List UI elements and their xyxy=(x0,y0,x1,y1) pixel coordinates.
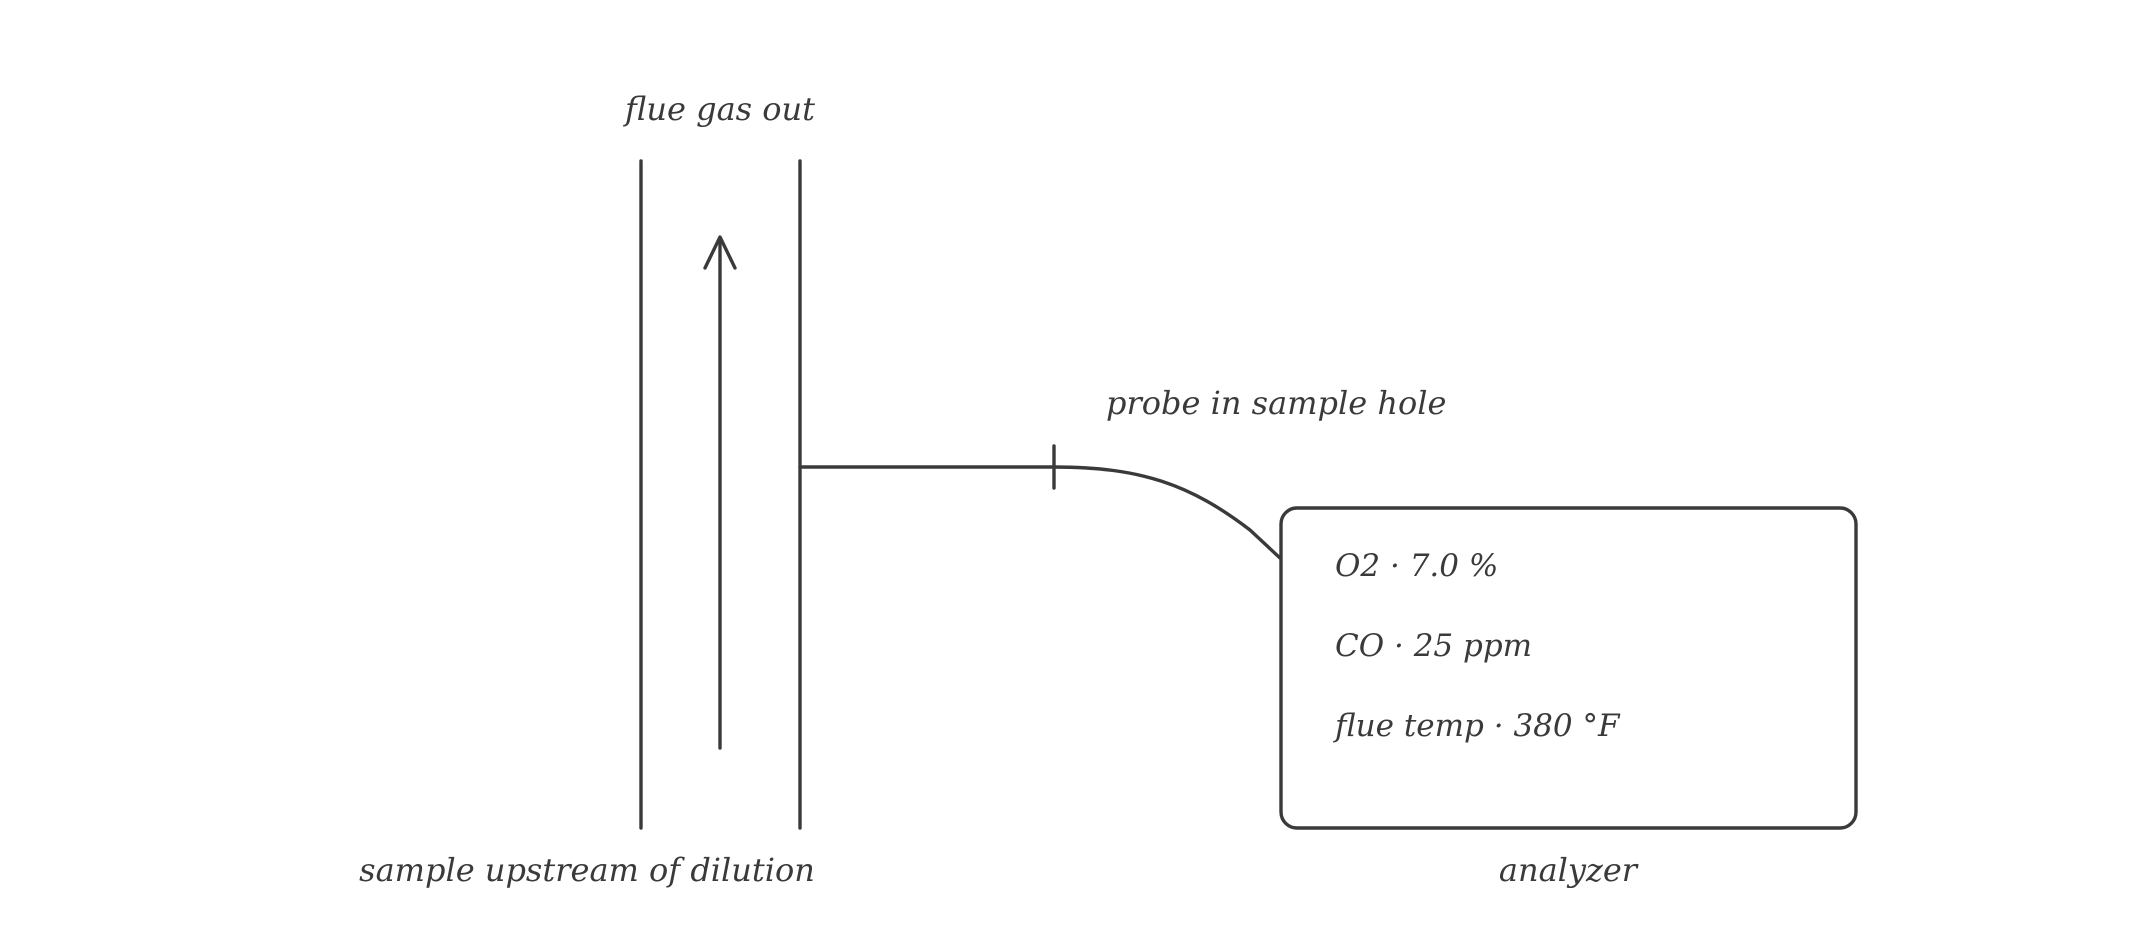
probe-line xyxy=(798,465,1282,560)
analyzer-label: analyzer xyxy=(1499,851,1639,889)
flue-gas-out-label: flue gas out xyxy=(623,90,815,128)
reading-co: CO · 25 ppm xyxy=(1335,628,1532,664)
reading-flue-temp: flue temp · 380 °F xyxy=(1333,708,1621,744)
flow-arrow-head xyxy=(703,235,737,270)
sample-upstream-label: sample upstream of dilution xyxy=(359,851,815,889)
reading-o2: O2 · 7.0 % xyxy=(1335,548,1498,584)
analyzer-box xyxy=(1279,506,1858,830)
probe-label: probe in sample hole xyxy=(1106,384,1446,422)
